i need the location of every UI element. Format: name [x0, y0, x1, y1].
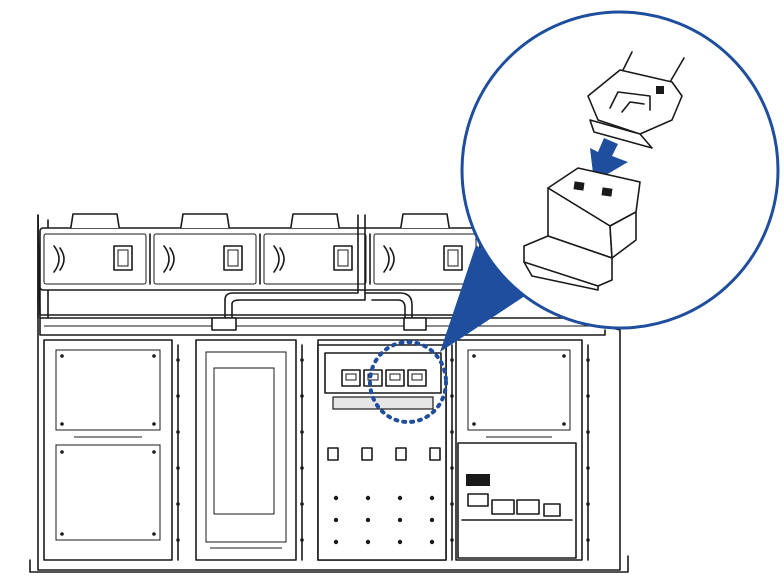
fan-row	[39, 213, 481, 316]
connector-1	[341, 369, 361, 387]
board-screw	[333, 539, 339, 545]
port-d	[543, 503, 561, 517]
front-bay-1	[43, 339, 180, 561]
port-c	[516, 499, 540, 515]
fan-3	[263, 213, 371, 285]
callout-wedge	[440, 245, 534, 352]
cable-plug-left	[211, 317, 237, 331]
board-screw	[429, 539, 435, 545]
port-b	[491, 499, 515, 515]
fan-cable	[211, 214, 427, 331]
cable-plug-right	[403, 317, 427, 331]
board-screw	[397, 517, 403, 523]
right-module	[457, 442, 577, 559]
board-screw	[365, 539, 371, 545]
pad	[429, 447, 441, 461]
port-a	[467, 493, 489, 507]
pad	[327, 447, 339, 461]
board-screw	[397, 539, 403, 545]
board-screw	[397, 495, 403, 501]
connector-4	[407, 369, 427, 387]
pad	[395, 447, 407, 461]
connector-2	[363, 369, 383, 387]
front-bay-2	[195, 339, 304, 561]
board-screw	[365, 495, 371, 501]
connector-group	[341, 369, 427, 387]
led-block	[466, 474, 490, 486]
board-screw	[365, 517, 371, 523]
detail-board-header	[523, 167, 641, 291]
insertion-arrow-icon	[590, 138, 628, 182]
connector-3	[385, 369, 405, 387]
detail-cable-connector	[587, 51, 685, 149]
board-screw	[333, 495, 339, 501]
pad	[361, 447, 373, 461]
board-screw	[333, 517, 339, 523]
fan-1	[43, 213, 151, 285]
board-pads	[327, 447, 441, 545]
board-rail	[332, 396, 434, 410]
board-screw	[429, 495, 435, 501]
detail-callout-circle	[460, 10, 780, 330]
board-screw	[429, 517, 435, 523]
fan-2	[153, 213, 261, 285]
center-board	[317, 344, 447, 561]
connector-highlight-ring	[368, 340, 448, 424]
